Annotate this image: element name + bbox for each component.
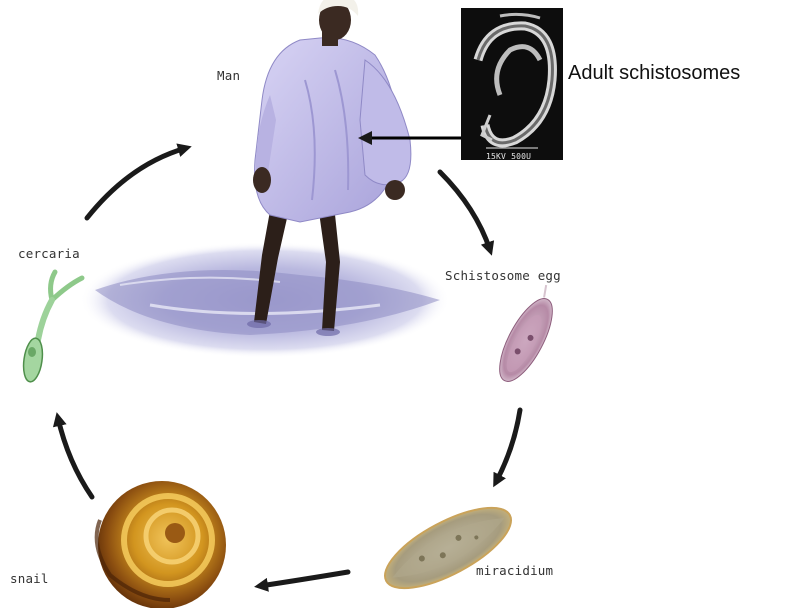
adult-schistosomes-micrograph [461, 8, 563, 160]
schistosome-egg-illustration [489, 281, 568, 389]
miracidium-illustration [374, 492, 522, 604]
snail-illustration [97, 481, 226, 608]
arrow-egg-to-miracidium [496, 410, 520, 482]
cercaria-illustration [21, 272, 82, 383]
arrow-snail-to-cercaria [58, 418, 92, 497]
label-micrograph-scale: 15KV 500U [486, 152, 531, 161]
label-miracidium: miracidium [476, 563, 553, 578]
label-man: Man [217, 68, 240, 83]
label-adult-schistosomes: Adult schistosomes [568, 62, 740, 85]
label-snail: snail [10, 571, 49, 586]
label-schistosome-egg: Schistosome egg [445, 268, 561, 283]
arrow-cercaria-to-man [87, 148, 186, 218]
arrow-man-to-egg [440, 172, 490, 250]
arrow-miracidium-to-snail [260, 572, 348, 586]
label-cercaria: cercaria [18, 246, 80, 261]
